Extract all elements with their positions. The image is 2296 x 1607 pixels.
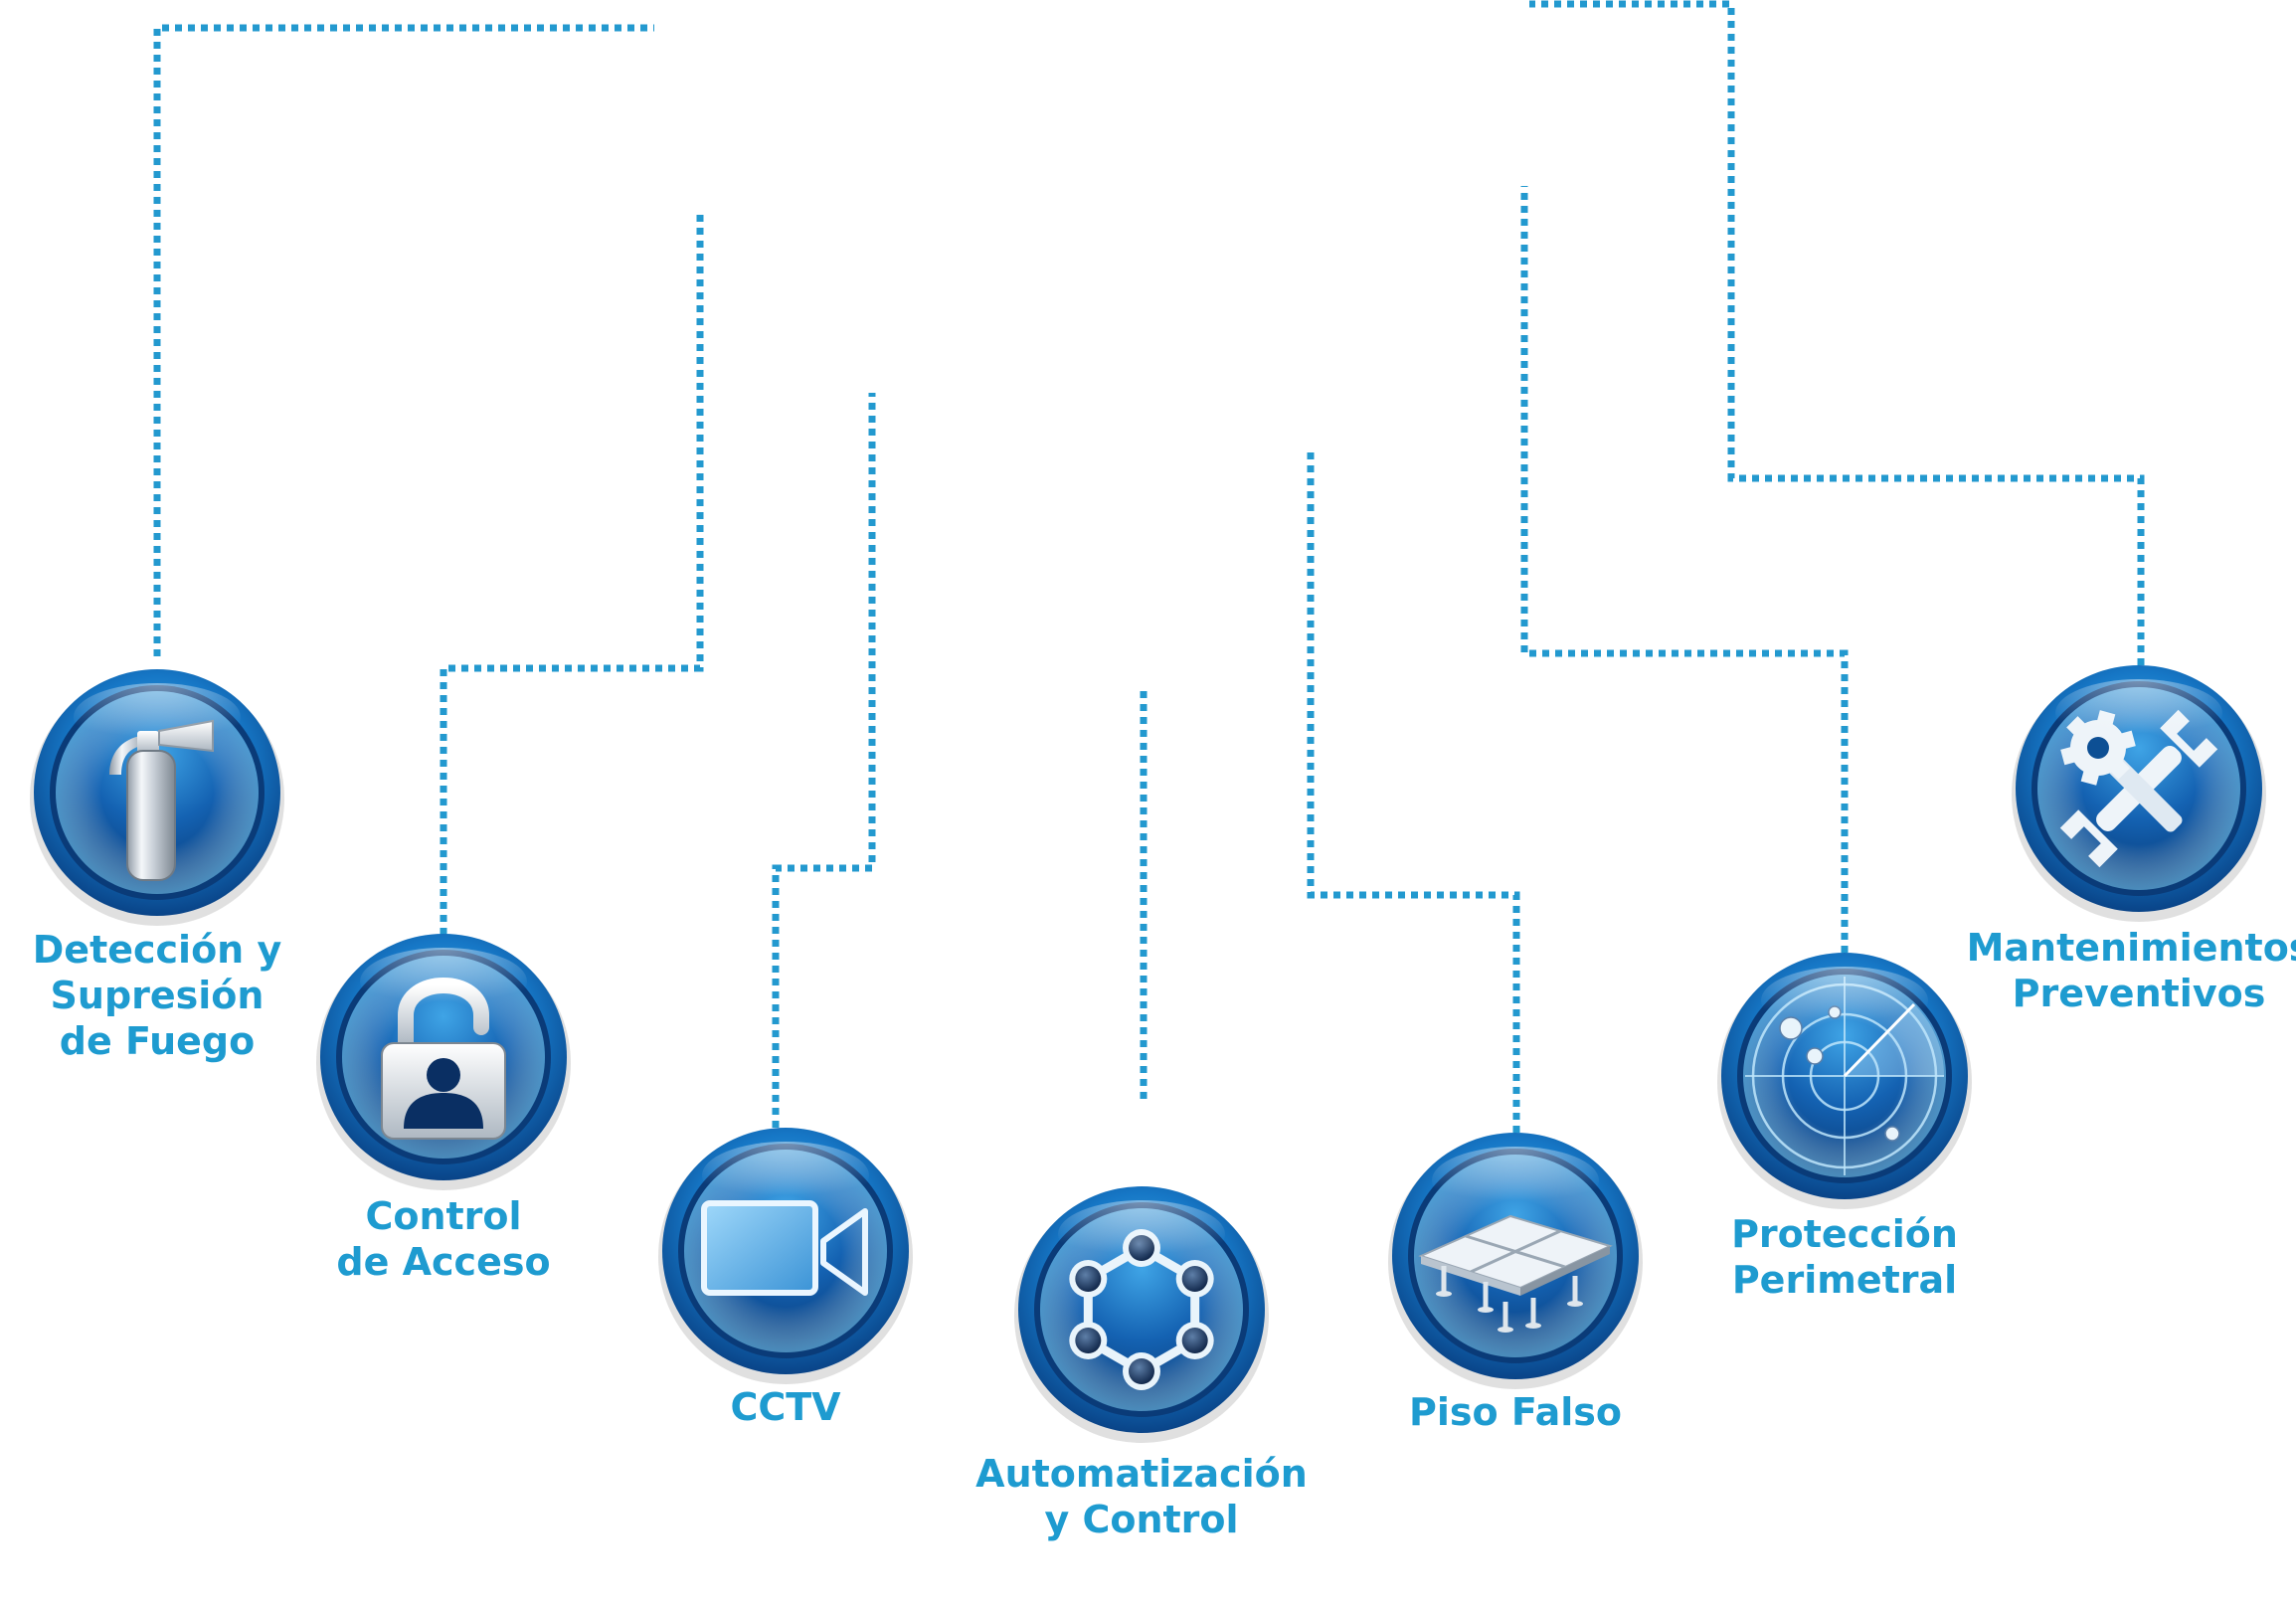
connector-line <box>153 24 654 656</box>
service-node-cctv: CCTV <box>658 1128 913 1429</box>
service-label-line: Piso Falso <box>1409 1390 1622 1434</box>
service-label-line: y Control <box>1044 1498 1238 1541</box>
connector-line <box>1520 186 1849 953</box>
video-camera-icon <box>701 1200 868 1296</box>
connector-line <box>772 393 876 1128</box>
service-badge <box>316 934 571 1190</box>
connector-lines <box>153 0 2145 1133</box>
service-label-line: Protección <box>1731 1212 1958 1256</box>
service-label-line: Detección y <box>33 928 282 972</box>
service-label-line: CCTV <box>730 1385 841 1429</box>
service-label-line: Control <box>365 1194 521 1238</box>
service-label: CCTV <box>730 1385 841 1429</box>
service-label-line: Preventivos <box>2013 972 2266 1015</box>
service-badge <box>658 1128 913 1384</box>
service-badge <box>30 669 284 926</box>
service-label-line: Automatización <box>975 1452 1308 1496</box>
connector-line <box>1529 0 2145 665</box>
service-badge <box>1388 1133 1643 1389</box>
service-label-line: de Acceso <box>336 1240 550 1284</box>
service-label-line: Mantenimientos <box>1967 926 2296 970</box>
service-label-line: Supresión <box>51 974 265 1017</box>
raised-floor-icon <box>1418 1214 1613 1333</box>
service-label: Piso Falso <box>1409 1390 1622 1434</box>
service-badge <box>1014 1186 1269 1443</box>
connector-line <box>1307 447 1520 1133</box>
service-label-line: de Fuego <box>60 1019 255 1063</box>
service-node-piso-falso: Piso Falso <box>1388 1133 1643 1434</box>
connector-line <box>440 214 704 935</box>
service-label-line: Perimetral <box>1732 1258 1957 1302</box>
service-badge <box>2012 665 2266 922</box>
service-badge <box>1717 953 1972 1209</box>
